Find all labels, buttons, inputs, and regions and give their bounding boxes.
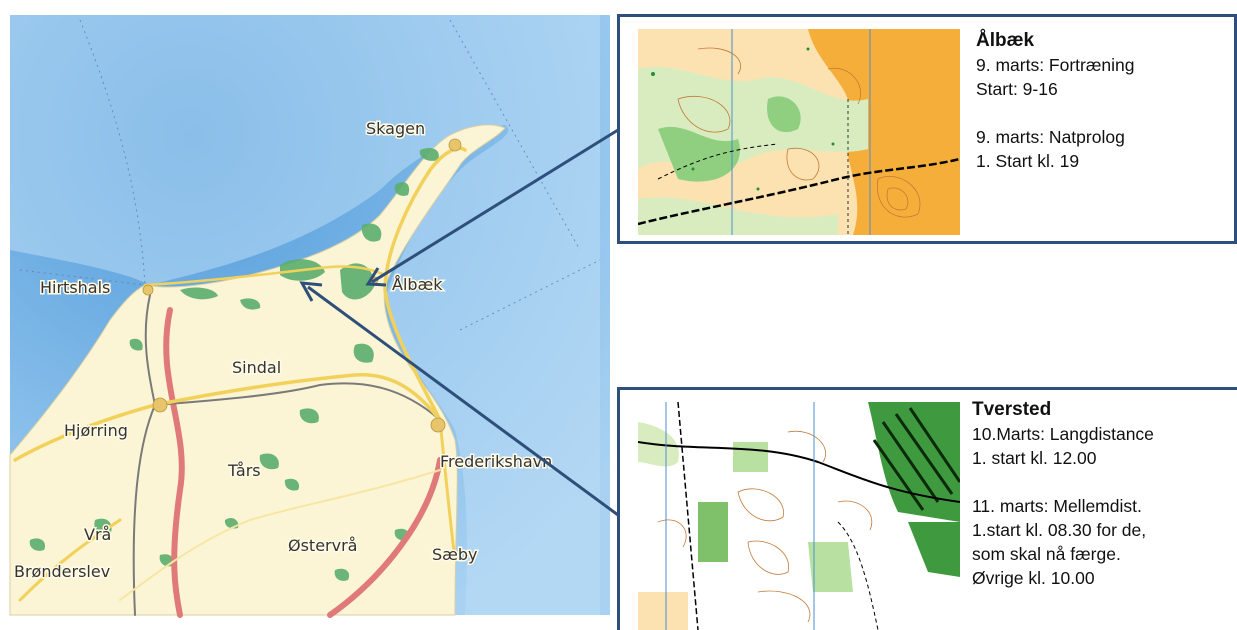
albaek-line: 9. marts: Natprolog — [976, 127, 1125, 147]
albaek-spacer — [976, 101, 1135, 125]
tversted-line: som skal nå færge. — [972, 544, 1121, 564]
town-label-tars: Tårs — [227, 461, 261, 480]
albaek-orienteering-map — [638, 29, 960, 235]
forest-areas — [29, 148, 439, 581]
albaek-line: Start: 9-16 — [976, 79, 1058, 99]
town-label-bronderslev: Brønderslev — [14, 562, 110, 581]
border-lines — [19, 19, 601, 331]
land — [9, 124, 506, 616]
roads — [13, 146, 467, 618]
town-label-ostervra: Østervrå — [288, 536, 357, 555]
town-label-sindal: Sindal — [232, 358, 281, 377]
albaek-title: Ålbæk — [976, 30, 1035, 51]
town-label-vra: Vrå — [84, 525, 111, 544]
tversted-spacer — [972, 470, 1154, 494]
tversted-line: 11. marts: Mellemdist. — [972, 496, 1142, 516]
albaek-line: 9. marts: Fortræning — [976, 55, 1135, 75]
albaek-event-info: Ålbæk 9. marts: Fortræning Start: 9-16 9… — [976, 29, 1135, 173]
town-label-hjorring: Hjørring — [64, 421, 128, 440]
town-label-skagen: Skagen — [366, 119, 425, 138]
town-label-frederikshavn: Frederikshavn — [440, 452, 552, 471]
tversted-line: 10.Marts: Langdistance — [972, 424, 1154, 444]
town-label-albaek: Ålbæk — [392, 275, 443, 294]
tversted-line: 1.start kl. 08.30 for de, — [972, 520, 1147, 540]
tversted-orienteering-map — [638, 402, 960, 630]
town-label-hirtshals: Hirtshals — [40, 278, 110, 297]
tversted-line: Øvrige kl. 10.00 — [972, 568, 1095, 588]
tversted-title: Tversted — [972, 399, 1052, 420]
town-label-saeby: Sæby — [432, 545, 478, 564]
tversted-event-info: Tversted 10.Marts: Langdistance 1. start… — [972, 398, 1154, 590]
albaek-event-panel: Ålbæk 9. marts: Fortræning Start: 9-16 9… — [617, 14, 1237, 244]
albaek-line: 1. Start kl. 19 — [976, 151, 1080, 171]
tversted-event-panel: Tversted 10.Marts: Langdistance 1. start… — [617, 387, 1237, 630]
tversted-line: 1. start kl. 12.00 — [972, 448, 1097, 468]
shallow-water — [10, 15, 600, 615]
callout-arrows — [299, 128, 619, 517]
